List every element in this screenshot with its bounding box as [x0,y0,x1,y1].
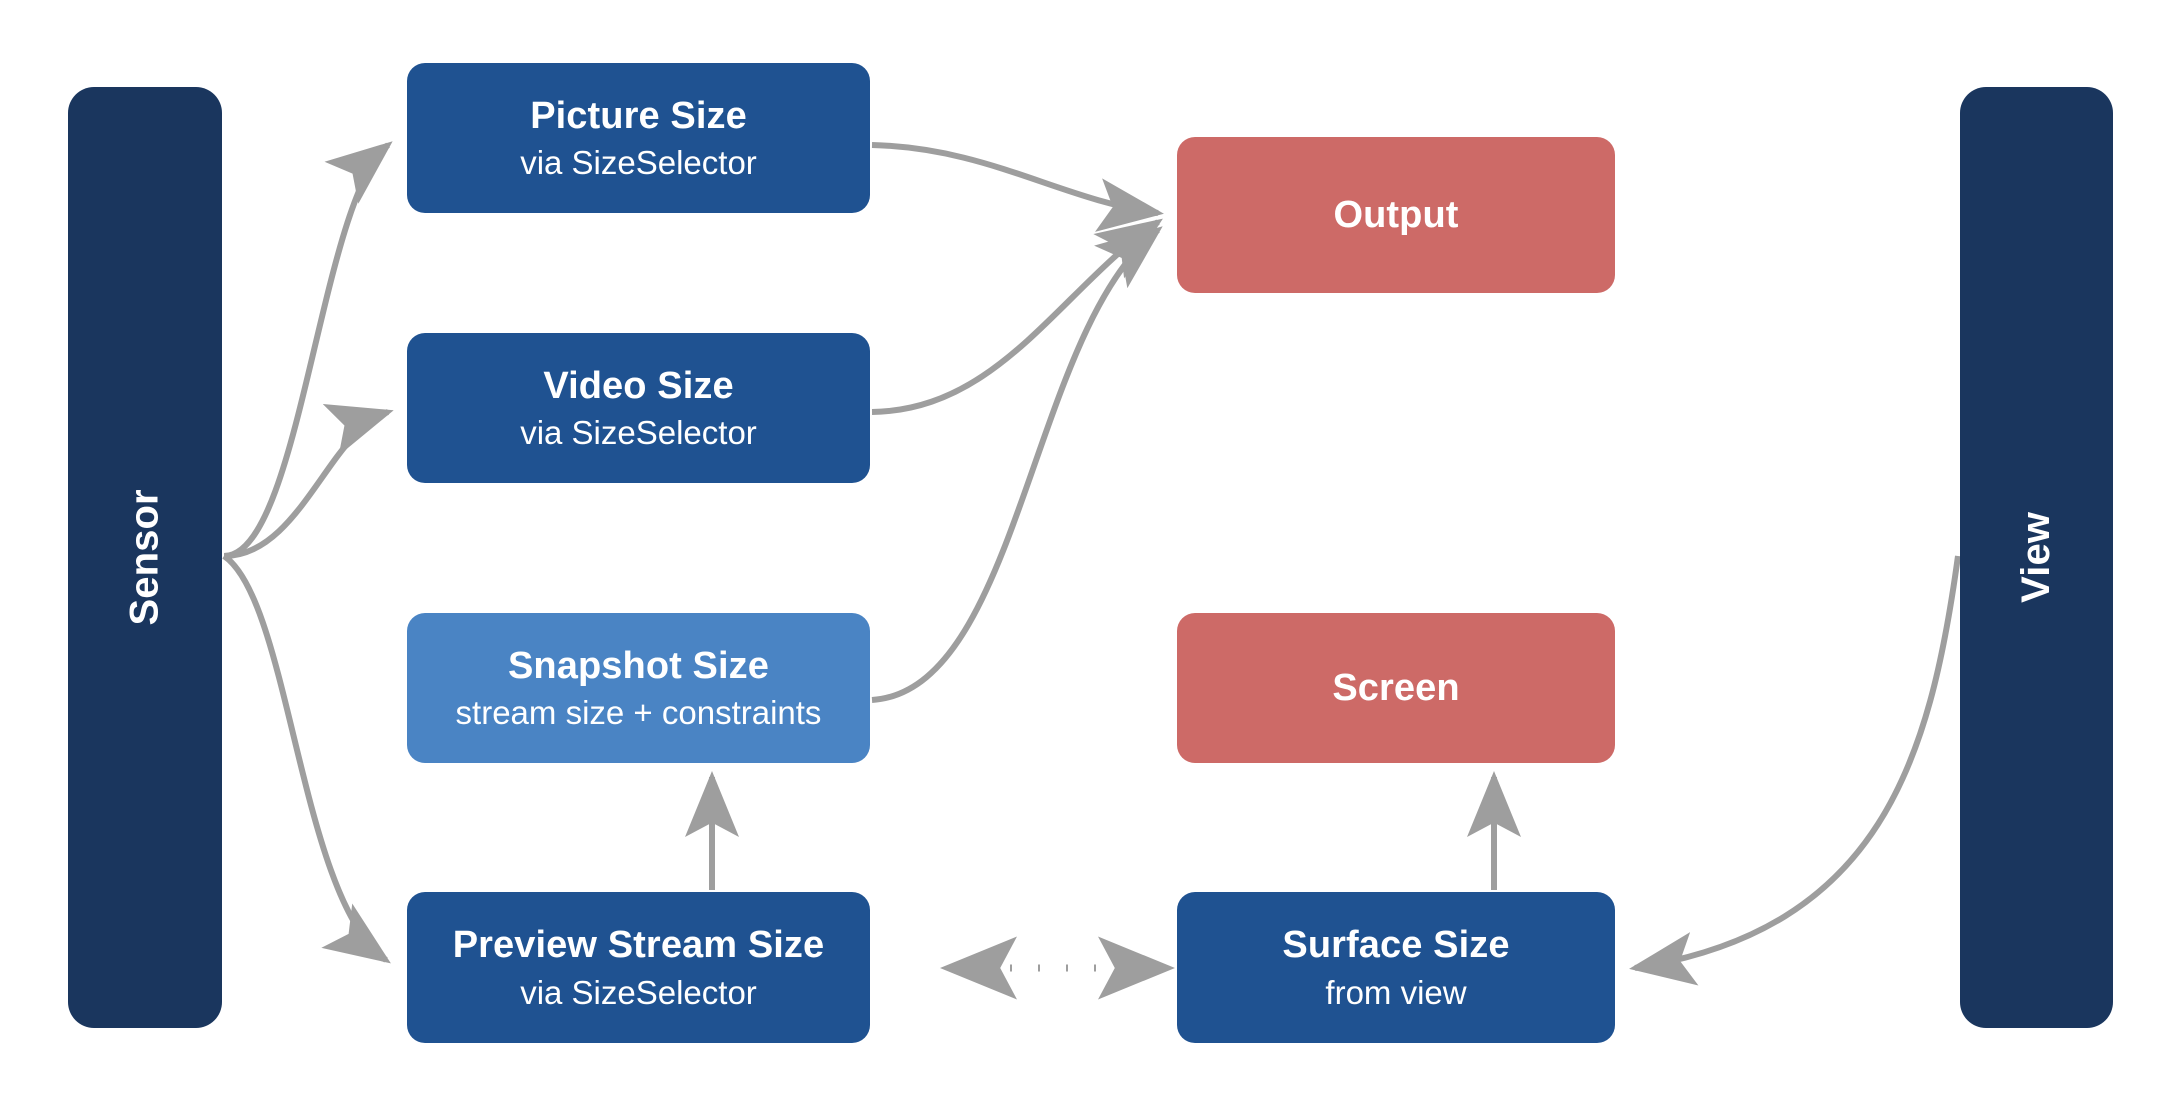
edge-snapshot-size-to-output [871,226,1163,703]
node-sensor-label: Sensor [122,489,167,626]
node-snapshot-size-subtitle: stream size + constraints [455,694,822,732]
node-screen[interactable]: Screen [1177,613,1615,763]
node-picture-size-label: Picture Size [530,94,747,137]
node-screen-label: Screen [1332,666,1460,709]
edge-sensor-to-preview-stream-size [222,553,391,964]
node-picture-size-subtitle: via SizeSelector [520,144,757,182]
node-preview-stream-size-subtitle: via SizeSelector [520,973,757,1011]
node-video-size[interactable]: Video Size via SizeSelector [407,333,870,483]
node-video-size-label: Video Size [543,364,734,407]
node-surface-size-label: Surface Size [1282,924,1510,967]
node-surface-size[interactable]: Surface Size from view [1177,892,1615,1043]
edge-picture-size-to-output [871,142,1164,232]
edge-sensor-to-video-size [223,404,394,559]
node-output[interactable]: Output [1177,137,1615,293]
node-view[interactable]: View [1960,87,2113,1028]
node-output-label: Output [1333,193,1459,236]
node-preview-stream-size-label: Preview Stream Size [452,924,825,967]
node-picture-size[interactable]: Picture Size via SizeSelector [407,63,870,213]
node-snapshot-size-label: Snapshot Size [507,644,769,687]
edge-view-to-surface-size [1629,555,1961,986]
node-surface-size-subtitle: from view [1325,973,1467,1011]
edge-video-size-to-output [871,218,1163,415]
node-video-size-subtitle: via SizeSelector [520,414,757,452]
node-preview-stream-size[interactable]: Preview Stream Size via SizeSelector [407,892,870,1043]
node-snapshot-size[interactable]: Snapshot Size stream size + constraints [407,613,870,763]
node-sensor[interactable]: Sensor [68,87,222,1028]
node-view-label: View [2014,512,2059,603]
edge-sensor-to-picture-size [223,141,393,559]
